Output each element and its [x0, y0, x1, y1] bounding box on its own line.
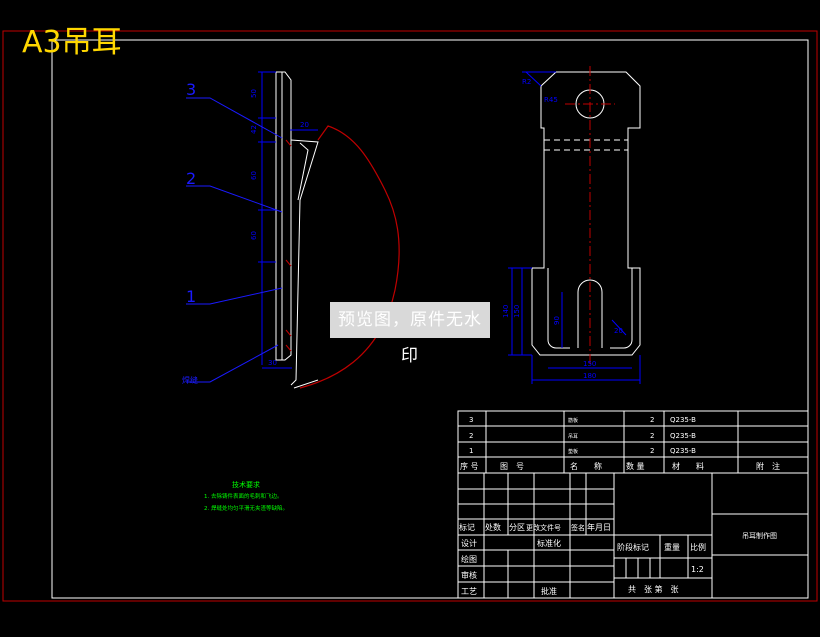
sheet-count: 共 张 第 张 [628, 584, 679, 594]
bom-row-qty: 2 [650, 447, 654, 455]
callout-label-weld: 焊缝 [182, 375, 198, 385]
dim-label: 140 [502, 305, 510, 318]
callout-labels: 3 2 1 焊缝 [182, 80, 198, 385]
dim-label: 150 [583, 360, 596, 368]
rev-header-count: 处数 [485, 522, 501, 532]
stage-mark-label: 阶段标记 [617, 542, 649, 552]
bom-row-no: 3 [469, 416, 473, 424]
scale-label: 比例 [690, 542, 706, 552]
callout-leaders [186, 97, 283, 383]
bom-row-material: Q235-B [670, 447, 696, 455]
role-standardization: 标准化 [537, 538, 561, 548]
sheet-outer-border [2, 30, 818, 602]
sheet-inner-border [51, 39, 809, 599]
bom-row-qty: 2 [650, 432, 654, 440]
right-view-dimensions [508, 71, 641, 384]
right-front-view [531, 71, 641, 356]
role-approve: 批准 [541, 586, 557, 596]
bom-row-qty: 2 [650, 416, 654, 424]
title-block-text: 标记 处数 分区 更改文件号 签名 年月日 设计 绘图 审核 工艺 标准化 批准… [459, 522, 777, 596]
role-drawing: 绘图 [461, 554, 477, 564]
dim-label: 50 [250, 89, 258, 98]
role-review: 审核 [461, 570, 477, 580]
tech-requirements: 技术要求 1. 去除铸件表面的毛刺和飞边。 2. 焊缝处均匀平滑无夹渣等缺陷。 [204, 480, 288, 512]
preview-watermark: 预览图，原件无水印 [330, 302, 490, 366]
bom-text: 3 筋板 2 Q235-B 2 吊耳 2 Q235-B 1 垫板 2 Q235-… [460, 416, 780, 471]
rev-header-sign: 签名 [571, 523, 585, 532]
role-process: 工艺 [461, 587, 477, 596]
left-view-dim-text: 50 42 60 60 20 30 [250, 89, 309, 367]
bom-header-remark: 附 注 [756, 461, 780, 471]
right-view-dim-text: R2 R45 140 150 90 20 150 180 [502, 78, 623, 380]
drawing-name: 吊耳制作图 [742, 531, 777, 540]
rev-header-mark: 标记 [459, 522, 475, 532]
rev-header-zone: 分区 [509, 523, 525, 532]
bom-row-material: Q235-B [670, 432, 696, 440]
callout-label-1: 1 [186, 287, 196, 306]
bom-row-no: 1 [469, 447, 473, 455]
dim-label: 30 [268, 359, 277, 367]
left-view-dimensions [258, 71, 318, 369]
dim-label: 20 [614, 327, 623, 335]
tech-requirement-item: 1. 去除铸件表面的毛刺和飞边。 [204, 492, 283, 500]
bom-header-material: 材 料 [672, 461, 704, 471]
bom-header-name: 名 称 [570, 461, 602, 471]
bom-row-no: 2 [469, 432, 473, 440]
bom-header-code: 图 号 [500, 462, 524, 471]
dim-label: 150 [513, 305, 521, 318]
scale-value: 1:2 [691, 565, 704, 574]
weight-label: 重量 [664, 542, 680, 552]
bom-header-no: 序 号 [460, 461, 479, 471]
right-view-centerlines [565, 66, 615, 365]
dim-label: 180 [583, 372, 596, 380]
left-section-view [275, 71, 400, 389]
bom-row-name: 筋板 [568, 417, 578, 424]
bom-row-name: 吊耳 [568, 434, 578, 440]
dim-label: 60 [250, 231, 258, 240]
tech-requirement-item: 2. 焊缝处均匀平滑无夹渣等缺陷。 [204, 504, 288, 512]
rev-header-doc: 更改文件号 [526, 523, 561, 532]
callout-label-2: 2 [186, 169, 196, 188]
dim-label: 20 [300, 121, 309, 129]
callout-label-3: 3 [186, 80, 196, 99]
dim-label: R2 [522, 78, 531, 86]
dim-label: 60 [250, 171, 258, 180]
dim-label: R45 [544, 96, 558, 104]
bom-row-material: Q235-B [670, 416, 696, 424]
bom-row-name: 垫板 [568, 448, 578, 455]
dim-label: 42 [250, 125, 258, 134]
bom-header-qty: 数 量 [626, 461, 645, 471]
role-design: 设计 [461, 538, 477, 548]
title-block [457, 472, 809, 599]
tech-requirements-heading: 技术要求 [232, 480, 260, 489]
rev-header-date: 年月日 [587, 522, 611, 532]
dim-label: 90 [553, 316, 561, 325]
sheet-title: A3吊耳 [22, 25, 122, 60]
